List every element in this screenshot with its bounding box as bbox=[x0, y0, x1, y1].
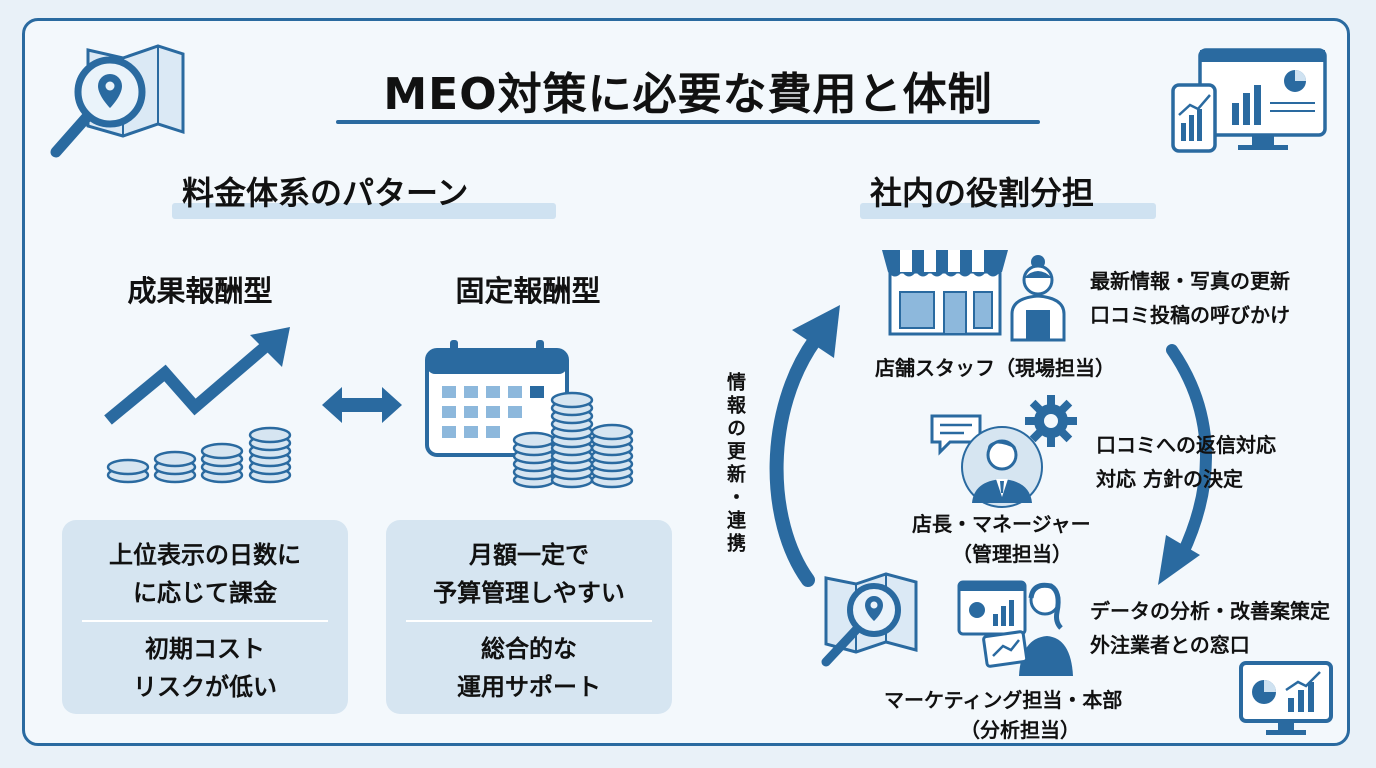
page-title: MEO対策に必要な費用と体制 bbox=[383, 69, 993, 120]
roles-heading: 社内の役割分担 bbox=[870, 174, 1095, 212]
fixed-pricing-label: 固定報酬型 bbox=[455, 274, 601, 308]
fixed-line2: 予算管理しやすい bbox=[433, 579, 625, 607]
marketing-sublabel: （分析担当） bbox=[960, 718, 1080, 742]
manager-sublabel: （管理担当） bbox=[952, 542, 1072, 566]
marketer-icon bbox=[957, 580, 1073, 676]
cycle-arrow-up-icon bbox=[769, 305, 840, 587]
fixed-divider bbox=[406, 620, 652, 622]
gear-icon bbox=[1025, 395, 1077, 447]
store-staff-desc1: 最新情報・写真の更新 bbox=[1090, 269, 1290, 293]
performance-line2: に応じて課金 bbox=[133, 579, 277, 607]
performance-line3: 初期コスト bbox=[145, 635, 265, 663]
marketing-label: マーケティング担当・本部 bbox=[884, 688, 1123, 712]
performance-line4: リスクが低い bbox=[133, 673, 277, 701]
manager-desc2: 対応 方針の決定 bbox=[1096, 467, 1243, 491]
left-heading-highlight bbox=[172, 203, 556, 219]
cycle-label: 情報の更新・連携 bbox=[724, 372, 746, 556]
fixed-line1: 月額一定で bbox=[469, 541, 589, 569]
performance-line1: 上位表示の日数に bbox=[109, 541, 301, 569]
cycle-arrow-down-icon bbox=[1158, 344, 1212, 585]
staff-woman-icon bbox=[1010, 255, 1066, 342]
store-staff-desc2: 口コミ投稿の呼びかけ bbox=[1090, 303, 1290, 327]
monitor-chart-icon bbox=[1239, 661, 1333, 735]
title-underline bbox=[336, 120, 1040, 124]
performance-divider bbox=[82, 620, 328, 622]
map-search-bottom-icon bbox=[821, 572, 918, 667]
manager-label: 店長・マネージャー bbox=[912, 512, 1091, 536]
growth-arrow-coins-icon bbox=[104, 327, 292, 484]
marketing-desc2: 外注業者との窓口 bbox=[1090, 633, 1250, 657]
storefront-icon bbox=[882, 250, 1008, 336]
fixed-line3: 総合的な bbox=[481, 635, 577, 663]
manager-icon bbox=[961, 426, 1043, 508]
store-staff-label: 店舗スタッフ（現場担当） bbox=[875, 356, 1115, 380]
pricing-heading: 料金体系のパターン bbox=[182, 174, 469, 212]
exchange-arrow-icon bbox=[322, 387, 402, 423]
dashboard-devices-icon bbox=[1171, 48, 1327, 153]
speech-bubble-icon bbox=[930, 414, 982, 456]
marketing-desc1: データの分析・改善案策定 bbox=[1090, 599, 1330, 623]
performance-pricing-label: 成果報酬型 bbox=[127, 274, 273, 308]
calendar-coins-icon bbox=[425, 340, 634, 489]
manager-desc1: 口コミへの返信対応 bbox=[1096, 433, 1276, 457]
performance-pricing-box: 上位表示の日数に に応じて課金 初期コスト リスクが低い bbox=[62, 520, 348, 714]
fixed-line4: 運用サポート bbox=[457, 673, 601, 701]
fixed-pricing-box: 月額一定で 予算管理しやすい 総合的な 運用サポート bbox=[386, 520, 672, 714]
right-heading-highlight bbox=[860, 203, 1156, 219]
map-search-icon bbox=[50, 44, 185, 158]
